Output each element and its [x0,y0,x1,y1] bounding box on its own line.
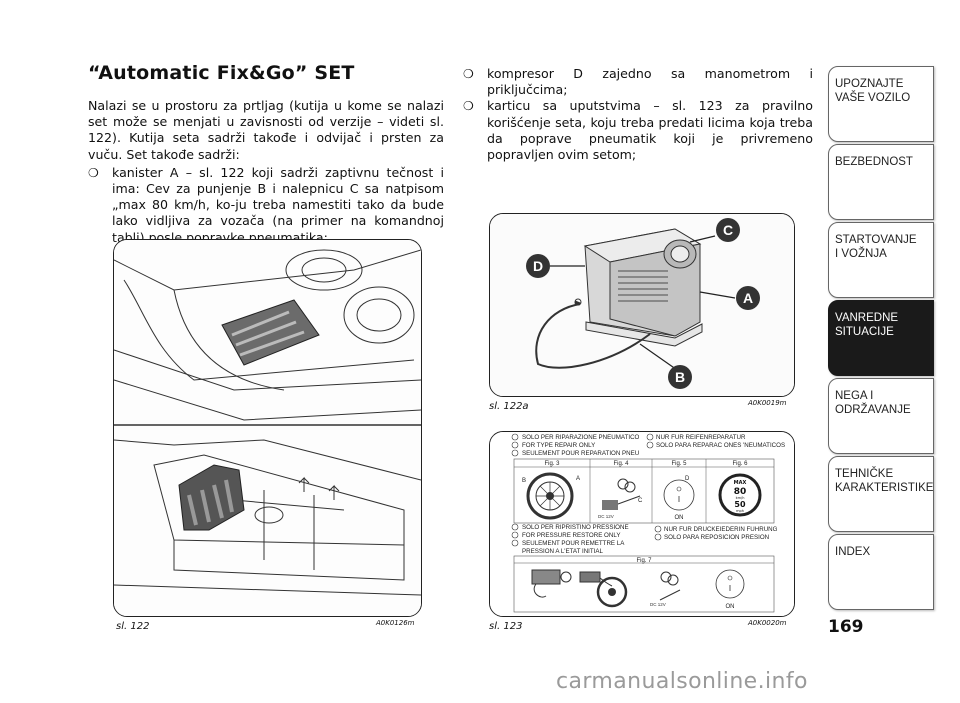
sign-text: km/h [736,496,745,500]
tab-nega[interactable]: NEGA I ODRŽAVANJE [828,378,934,454]
switch-on-icon: ON [663,479,695,521]
figure-122-code: A0K0126m [376,619,415,627]
card-text: SOLO PARA REPOSICION PRESION [664,534,769,541]
letter-c: C [638,498,643,504]
bullet-item: ❍ kompresor D zajedno sa manometrom i pr… [463,66,813,98]
bullet-text: karticu sa uputstvima – sl. 123 za pravi… [487,98,813,163]
tab-upoznajte[interactable]: UPOZNAJTE VAŠE VOZILO [828,66,934,142]
card-text: FOR PRESSURE RESTORE ONLY [522,532,620,539]
chapter-tabs: UPOZNAJTE VAŠE VOZILO BEZBEDNOST STARTOV… [828,66,934,612]
left-column: Nalazi se u prostoru za prtljag (kutija … [88,98,444,246]
figure-123-caption: sl. 123 [489,621,523,632]
bullet-icon: ❍ [88,165,99,180]
intro-paragraph: Nalazi se u prostoru za prtljag (kutija … [88,98,444,162]
fig-label: Fig. 3 [544,461,560,467]
tab-tehnicke[interactable]: TEHNIČKE KARAKTERISTIKE [828,456,934,532]
card-text: NUR FUR DRUCKEIEDERIN FUHRUNG [664,526,778,533]
watermark: carmanualsonline.info [556,669,808,694]
figure-122a-kit: C D A B [489,213,795,397]
key-plug-icon: DC 12V [598,478,641,519]
compressor-body [583,228,703,347]
sign-text: mph [736,509,744,513]
dc-label: DC 12V [598,514,614,519]
label-c-badge: C [716,218,740,242]
label-c: C [723,222,733,238]
on-label: ON [675,515,684,521]
card-text: SEULEMENT POUR REMETTRE LA [522,540,625,547]
label-a-badge: A [736,286,760,310]
label-b: B [675,369,685,385]
kit-box-bottom [178,464,245,531]
card-text: SEULEMENT POUR REPARATION PNEU [522,450,639,457]
fig-label: Fig. 7 [636,558,652,564]
bullet-text: kompresor D zajedno sa manometrom i prik… [487,66,813,98]
fig-label: Fig. 5 [671,461,687,467]
tab-vanredne-situacije[interactable]: VANREDNE SITUACIJE [828,300,934,376]
sign-text: 80 [734,487,747,497]
fig-label: Fig. 6 [732,461,748,467]
card-panel-bottom: Fig. 7 DC 12V ON [513,555,775,613]
tire-icon [526,472,574,520]
sign-text: MAX [734,480,747,486]
sign-text: 50 [734,500,746,509]
switch-on-icon-2: ON [715,569,745,610]
card-text: SOLO PER RIPARAZIONE PNEUMATICO [522,434,640,441]
tab-startovanje[interactable]: STARTOVANJE I VOŽNJA [828,222,934,298]
fig-label: Fig. 4 [613,461,629,467]
card-text: FOR TYPE REPAIR ONLY [522,442,595,449]
figure-122-trunk [113,239,422,617]
letter-d: D [685,476,690,482]
bullet-text: kanister A – sl. 122 koji sadrži zaptivn… [112,164,444,245]
page-number: 169 [828,617,864,637]
label-d: D [533,258,543,274]
kit-box-top [221,299,320,366]
plug-icon: DC 12V [650,571,681,607]
label-d-badge: D [526,254,550,278]
figure-123-card: SOLO PER RIPARAZIONE PNEUMATICO FOR TYPE… [489,431,795,617]
on-label: ON [726,604,735,610]
card-text: SOLO PARA REPARAC ONES 'NEUMATICOS [656,442,785,449]
figure-122a-caption: sl. 122a [489,401,529,412]
section-title: “Automatic Fix&Go” SET [88,62,355,84]
bullet-item: ❍ kanister A – sl. 122 koji sadrži zapti… [88,165,444,246]
tab-index[interactable]: INDEX [828,534,934,610]
card-text: NUR FUR REIFENREPARATUR [656,434,746,441]
instruction-card: SOLO PER RIPARAZIONE PNEUMATICO FOR TYPE… [490,432,794,616]
label-b-badge: B [668,365,692,389]
speed-limit-sign-icon: MAX 80 km/h 50 mph [718,473,762,517]
card-text: SOLO PER RIPRISTINO PRESSIONE [522,524,629,531]
bullet-icon: ❍ [463,99,474,114]
tab-bezbednost[interactable]: BEZBEDNOST [828,144,934,220]
letter-a: A [576,476,580,482]
compressor-small-icon [531,569,572,598]
letter-b: B [522,478,526,484]
trunk-illustration [114,240,421,616]
bullet-icon: ❍ [463,67,474,81]
figure-122a-code: A0K0019m [748,399,787,407]
right-column: ❍ kompresor D zajedno sa manometrom i pr… [463,66,813,163]
figure-123-code: A0K0020m [748,619,787,627]
dc-label: DC 12V [650,602,666,607]
card-text: PRESSION A L'ETAT INITIAL [522,548,604,555]
tire-hose-icon [579,571,628,608]
figure-122-caption: sl. 122 [116,621,150,632]
compressor-illustration: C D A B [490,214,794,396]
bullet-item: ❍ karticu sa uputstvima – sl. 123 za pra… [463,98,813,163]
card-panel-top: Fig. 3 Fig. 4 Fig. 5 Fig. 6 B A D C [513,458,775,524]
label-a: A [743,290,753,306]
